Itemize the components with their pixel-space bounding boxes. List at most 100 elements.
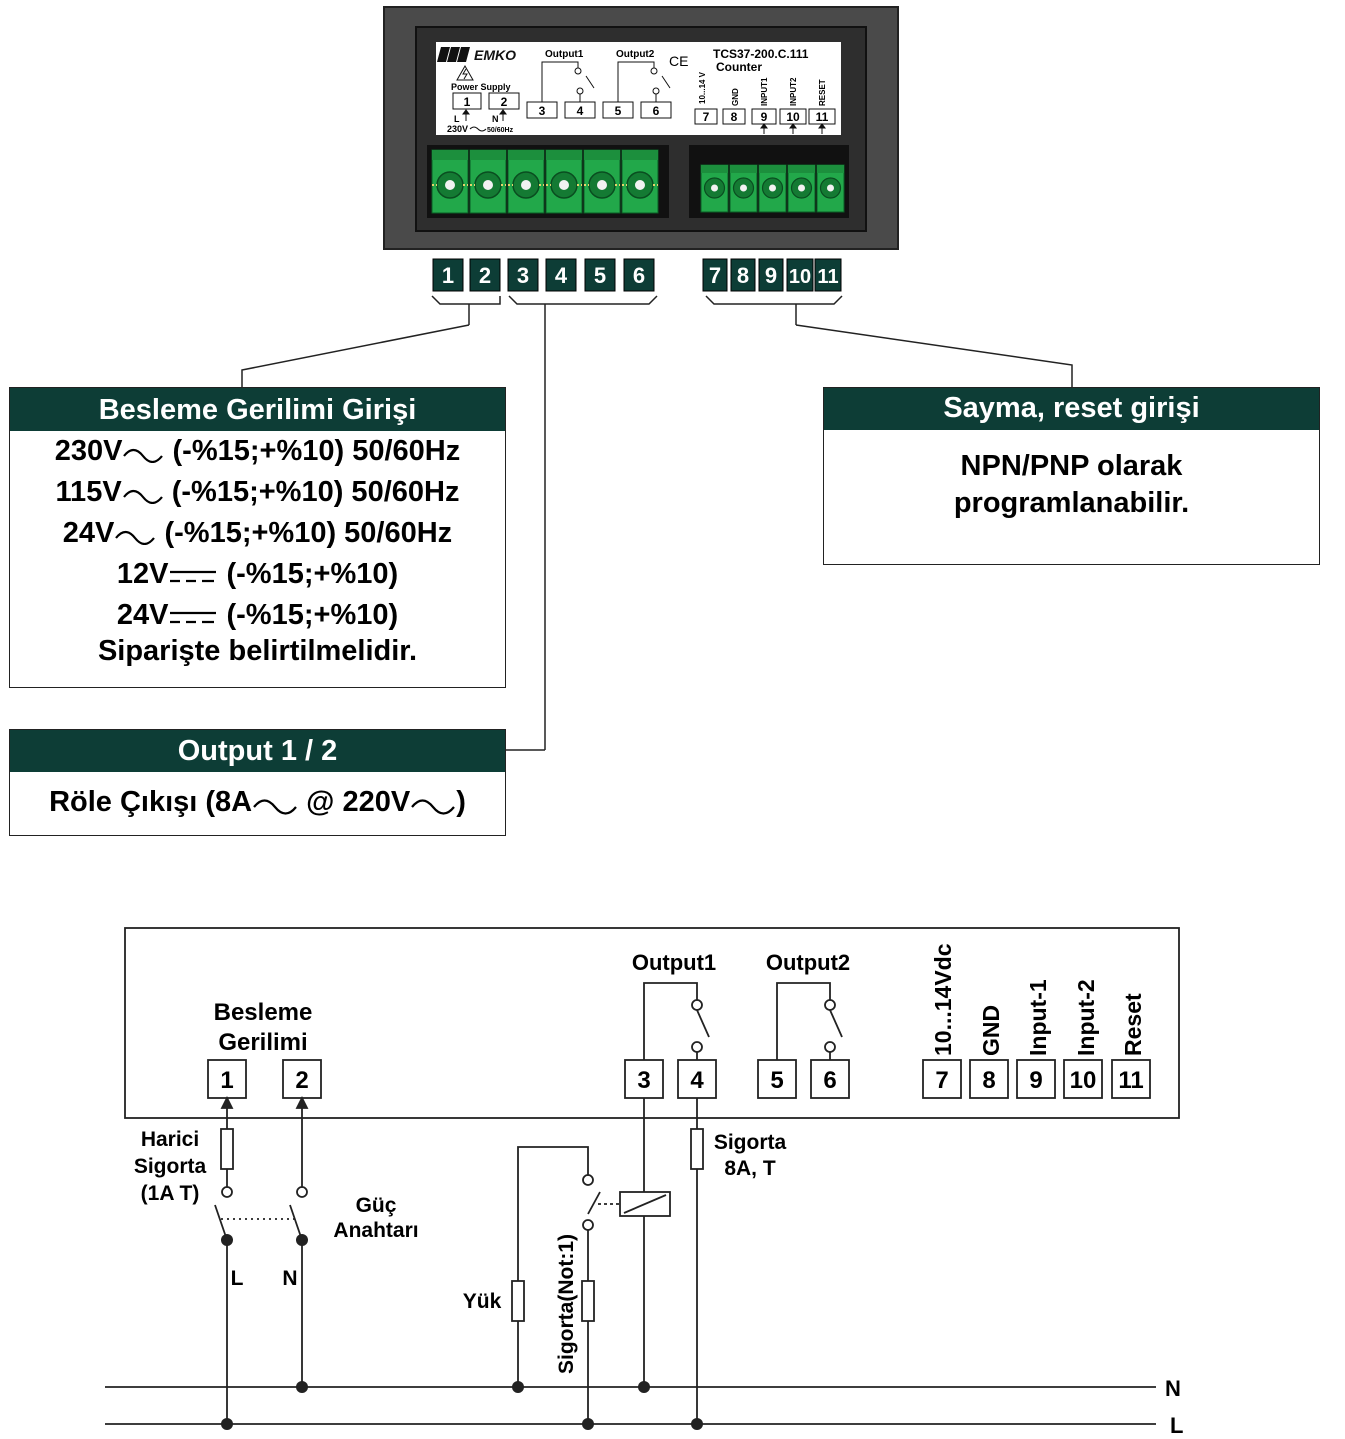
output-line: Röle Çıkışı (8A @ 220V): [49, 786, 466, 818]
fuse-8a-symbol: [690, 1128, 704, 1170]
terminal-number-badge: 8: [730, 258, 756, 292]
svg-text:9: 9: [761, 110, 768, 124]
ac-symbol-icon: [122, 490, 163, 505]
terminal-number-badge: 2: [469, 258, 501, 292]
screw-terminal: [621, 149, 659, 214]
terminal-number-badge: 7: [702, 258, 728, 292]
svg-text:3: 3: [517, 263, 529, 288]
supply-line-1: 230V (-%15;+%10) 50/60Hz: [54, 435, 461, 467]
count-input-title: Sayma, reset girişi: [824, 388, 1319, 430]
ac-symbol-icon: [253, 799, 297, 815]
supply-voltage-box: Besleme Gerilimi Girişi 230V (-%15;+%10)…: [9, 387, 506, 688]
svg-text:2: 2: [295, 1067, 308, 1094]
supply-label-2: Gerilimi: [218, 1029, 307, 1056]
ac-symbol-icon: [123, 449, 164, 464]
svg-text:11: 11: [817, 266, 838, 288]
wiring-terminal: 10: [1063, 1059, 1103, 1099]
warning-icon: [456, 64, 474, 81]
power-supply-text: Power Supply: [451, 82, 511, 92]
svg-text:1: 1: [220, 1067, 233, 1094]
output-title: Output 1 / 2: [10, 730, 505, 772]
screw-terminal: [729, 164, 758, 213]
wiring-relay-contacts: [643, 982, 843, 1060]
wiring-output2-label: Output2: [766, 950, 850, 975]
svg-text:8: 8: [982, 1067, 995, 1094]
wiring-terminal: 7: [922, 1059, 962, 1099]
svg-text:1: 1: [442, 263, 454, 288]
device-label: EMKO Output1 Output2 CE TCS37-200.C.111 …: [436, 42, 841, 135]
ac-symbol-icon: [115, 531, 156, 546]
terminal-number-badge: 5: [584, 258, 616, 292]
power-switch-1: Güç: [356, 1194, 397, 1217]
svg-text:10: 10: [789, 266, 811, 288]
screw-terminal: [700, 164, 729, 213]
svg-text:5: 5: [615, 104, 622, 118]
wiring-terminal: 8: [969, 1059, 1009, 1099]
supply-label-1: Besleme: [214, 999, 313, 1026]
wiring-terminal: 3: [624, 1059, 664, 1099]
output-box: Output 1 / 2 Röle Çıkışı (8A @ 220V): [9, 729, 506, 836]
svg-text:7: 7: [935, 1067, 948, 1094]
svg-text:2: 2: [479, 263, 491, 288]
svg-text:7: 7: [709, 263, 721, 288]
dc-symbol-icon: [170, 571, 217, 583]
svg-text:10: 10: [786, 110, 800, 124]
terminal-number-badge: 11: [814, 258, 842, 292]
label-freq: 50/60Hz: [487, 127, 514, 134]
terminal-number-badge: 9: [758, 258, 784, 292]
terminal-number-badge: 4: [545, 258, 577, 292]
ext-fuse-2: Sigorta: [134, 1155, 207, 1178]
svg-text:4: 4: [577, 104, 584, 118]
label-terminals: 1 2 3 4 5 6 7 8 9 10 11: [452, 92, 836, 125]
count-input-line-2: programlanabilir.: [953, 487, 1190, 519]
supply-voltage-body: 230V (-%15;+%10) 50/60Hz 115V (-%15;+%10…: [10, 431, 505, 666]
ce-mark: CE: [669, 53, 688, 69]
ac-symbol-icon: [469, 126, 487, 132]
model-type: Counter: [716, 60, 762, 74]
supply-line-5: 24V (-%15;+%10): [116, 599, 399, 631]
svg-text:5: 5: [594, 263, 606, 288]
bus-l-label: L: [1170, 1413, 1183, 1438]
bus-lines: [105, 1386, 1156, 1425]
ext-fuse-3: (1A T): [141, 1182, 200, 1205]
svg-text:9: 9: [1029, 1067, 1042, 1094]
label-output1: Output1: [545, 49, 584, 60]
wiring-terminal: 1: [207, 1059, 247, 1099]
svg-text:RESET: RESET: [818, 79, 827, 106]
fuse-note-label: Sigorta(Not:1): [555, 1234, 578, 1374]
svg-text:5: 5: [770, 1067, 783, 1094]
load-symbol: [511, 1280, 525, 1322]
brand-logo: EMKO: [437, 47, 516, 63]
terminal-number-badge: 10: [786, 258, 814, 292]
svg-text:2: 2: [501, 95, 508, 109]
svg-text:11: 11: [816, 110, 829, 124]
wiring-terminal: 4: [677, 1059, 717, 1099]
svg-text:11: 11: [1118, 1067, 1143, 1094]
count-input-box: Sayma, reset girişi NPN/PNP olarak progr…: [823, 387, 1320, 565]
label-power-arrows: [462, 109, 826, 134]
wiring-diagram: Besleme Gerilimi Output1 Output2 10...14…: [105, 927, 1183, 1438]
terminal-number-badge: 6: [623, 258, 655, 292]
output-wiring: [511, 1098, 704, 1424]
screw-terminal: [507, 149, 545, 214]
supply-line-3: 24V (-%15;+%10) 50/60Hz: [62, 517, 453, 549]
ac-symbol-icon: [411, 799, 456, 815]
label-relay-symbols: [541, 61, 671, 102]
supply-note: Siparişte belirtilmelidir.: [97, 635, 418, 667]
external-fuse-symbol: [220, 1128, 234, 1170]
svg-text:INPUT2: INPUT2: [789, 77, 798, 106]
svg-text:7: 7: [703, 110, 710, 124]
leader-lines: [241, 295, 1073, 751]
supply-line-4: 12V (-%15;+%10): [116, 558, 399, 590]
screw-terminal: [758, 164, 787, 213]
svg-text:8: 8: [737, 263, 749, 288]
dc-symbol-icon: [170, 612, 217, 624]
label-output2: Output2: [616, 49, 655, 60]
svg-text:3: 3: [539, 104, 546, 118]
svg-text:3: 3: [637, 1067, 650, 1094]
svg-text:10...14 V: 10...14 V: [698, 71, 707, 104]
count-input-line-1: NPN/PNP olarak: [960, 450, 1183, 482]
